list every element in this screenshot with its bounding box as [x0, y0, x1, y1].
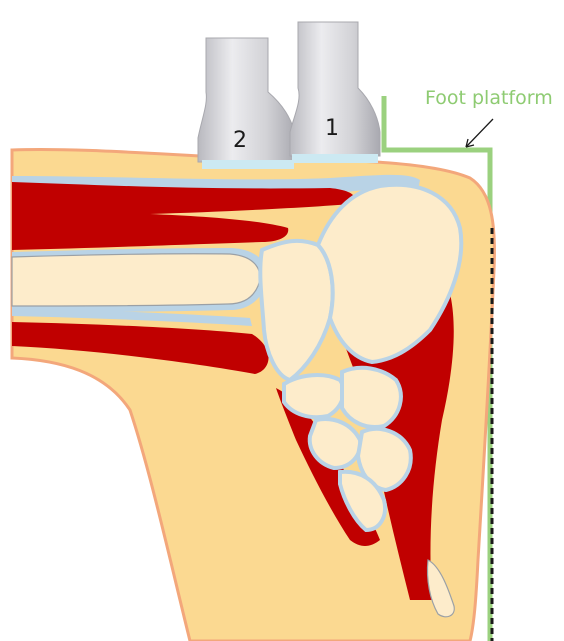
tibia-inner	[12, 254, 260, 306]
probe-1-gel	[292, 154, 378, 163]
foot-platform-callout: Foot platform	[425, 87, 553, 147]
ultrasound-probe-2: 2	[198, 38, 296, 169]
probe-2-label: 2	[233, 128, 247, 153]
probe-1-label: 1	[325, 116, 339, 141]
foot-platform-label: Foot platform	[425, 87, 553, 109]
probe-2-body	[198, 38, 296, 162]
ultrasound-probe-1: 1	[290, 22, 380, 163]
callout-arrow-line	[466, 119, 493, 147]
navicular	[284, 375, 344, 417]
probe-2-gel	[202, 160, 294, 169]
cuboid	[342, 368, 401, 427]
